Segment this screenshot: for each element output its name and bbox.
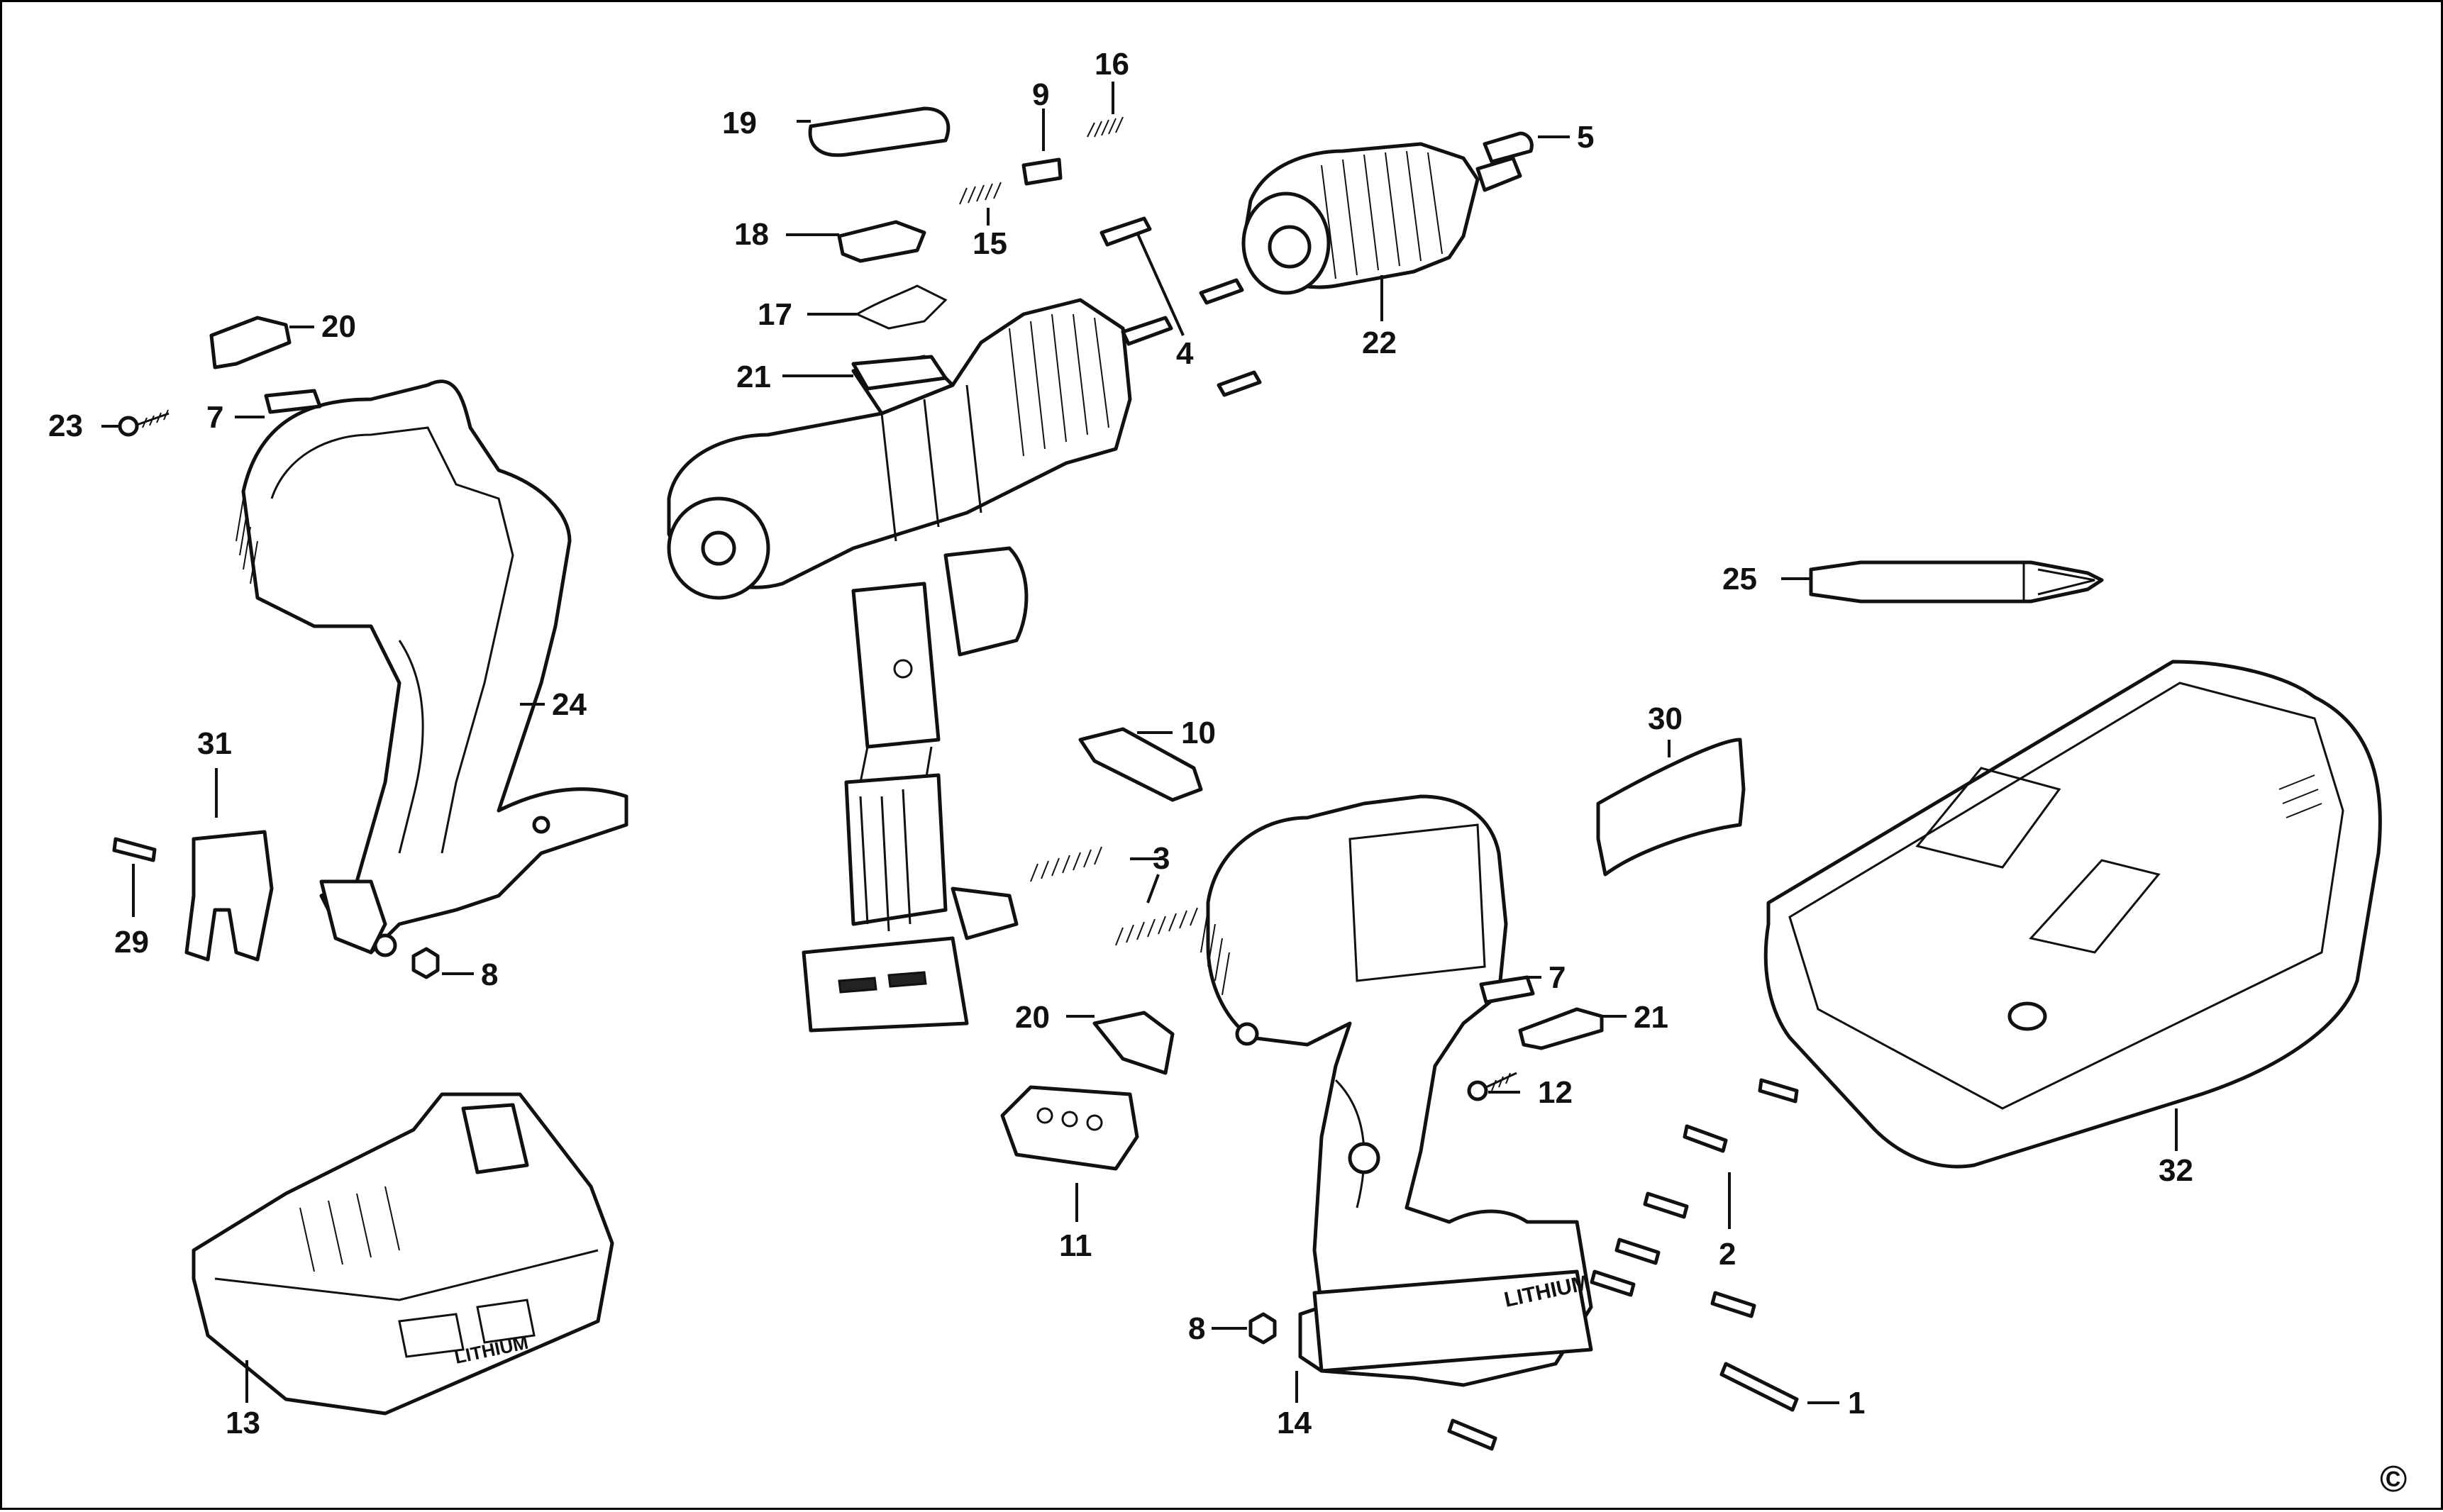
label-17: 11 <box>1059 1228 1092 1263</box>
part-15 <box>209 316 292 369</box>
part-7-pad-left <box>264 389 322 414</box>
part-7-pad-right <box>1479 975 1535 1004</box>
label-1: 1 <box>1848 1386 1865 1421</box>
label-31: 13 <box>226 1406 260 1440</box>
part-4-pins <box>1099 216 1262 397</box>
part-22-chuck <box>1241 142 1522 295</box>
label-12: 16 <box>1095 47 1129 82</box>
label-7-left: 7 <box>206 400 223 435</box>
label-23: 20 <box>1015 1000 1050 1035</box>
label-25: 25 <box>1722 562 1757 596</box>
part-18 <box>851 355 948 391</box>
label-21-left: 23 <box>48 408 83 443</box>
label-30: 31 <box>197 726 232 761</box>
part-3-springs <box>1030 846 1198 946</box>
label-15: 20 <box>321 309 356 344</box>
label-20-left: 24 <box>552 687 587 722</box>
part-13-clip <box>854 284 948 330</box>
label-16: 19 <box>722 106 757 140</box>
part-11-spring <box>959 182 1002 205</box>
part-labels: 19 9 16 5 18 15 17 4 22 21 20 7 23 25 24… <box>48 47 2193 1440</box>
part-14 <box>837 220 926 263</box>
label-3: 3 <box>1153 841 1170 876</box>
part-31-battery <box>192 1092 614 1416</box>
copyright-symbol: © <box>2380 1459 2407 1500</box>
label-5: 5 <box>1577 120 1594 155</box>
label-8-right: 8 <box>1188 1311 1205 1346</box>
part-5-screw <box>1483 131 1534 164</box>
label-8-left: 8 <box>481 957 498 992</box>
label-14: 18 <box>734 217 769 252</box>
part-12-spring <box>1087 116 1124 138</box>
part-32-charger <box>1763 660 2382 1169</box>
label-2: 2 <box>1719 1237 1736 1272</box>
part-21-screw-left <box>118 409 170 437</box>
label-13: 17 <box>758 297 792 332</box>
label-29: 29 <box>114 925 149 960</box>
label-4: 4 <box>1176 336 1194 371</box>
label-24: 30 <box>1648 701 1683 736</box>
switch-assembly <box>802 546 1029 1033</box>
label-18: 21 <box>736 360 771 394</box>
right-housing-half: LITHIUM <box>1200 794 1593 1387</box>
label-7-right: 7 <box>1549 960 1566 995</box>
label-10: 10 <box>1181 716 1216 750</box>
leader-lines <box>101 82 2178 1404</box>
label-19: 21 <box>1634 1000 1668 1035</box>
part-29-screw <box>112 837 157 862</box>
part-17 <box>1000 1085 1139 1171</box>
label-21-right: 12 <box>1538 1075 1573 1110</box>
label-32: 32 <box>2159 1153 2193 1188</box>
part-9 <box>1021 157 1063 186</box>
part-30-belt-clip <box>184 830 274 962</box>
part-8-nuts <box>411 947 1277 1345</box>
part-10 <box>1078 727 1203 802</box>
label-11: 15 <box>973 226 1007 261</box>
label-20-right: 14 <box>1277 1406 1312 1440</box>
part-16 <box>808 106 951 157</box>
label-22: 22 <box>1362 326 1397 360</box>
part-21-screw-right <box>1467 1072 1517 1101</box>
screws-1-2 <box>1447 1078 1799 1451</box>
part-23-pad <box>1092 1011 1175 1075</box>
motor-assembly <box>667 298 1132 600</box>
part-24-label <box>1596 738 1746 877</box>
label-9: 9 <box>1032 77 1049 112</box>
part-19 <box>1518 1007 1604 1050</box>
left-housing-half <box>236 379 628 957</box>
part-25-bit <box>1809 560 2104 604</box>
